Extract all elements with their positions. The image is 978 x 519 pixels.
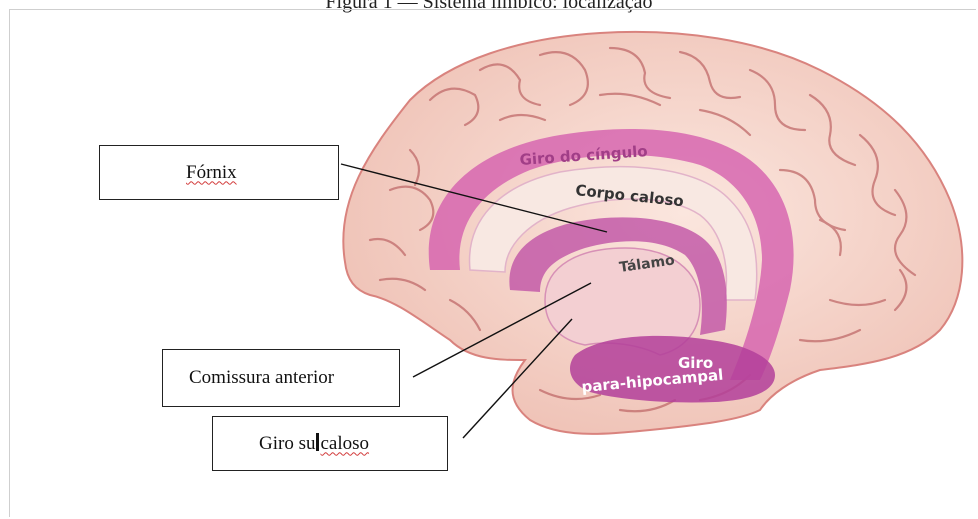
label-box-comissura-anterior: Comissura anterior <box>162 349 400 407</box>
comissura-text: Comissura anterior <box>189 367 334 389</box>
fornix-text: Fórnix <box>186 162 237 184</box>
label-box-fornix: Fórnix <box>99 145 339 200</box>
